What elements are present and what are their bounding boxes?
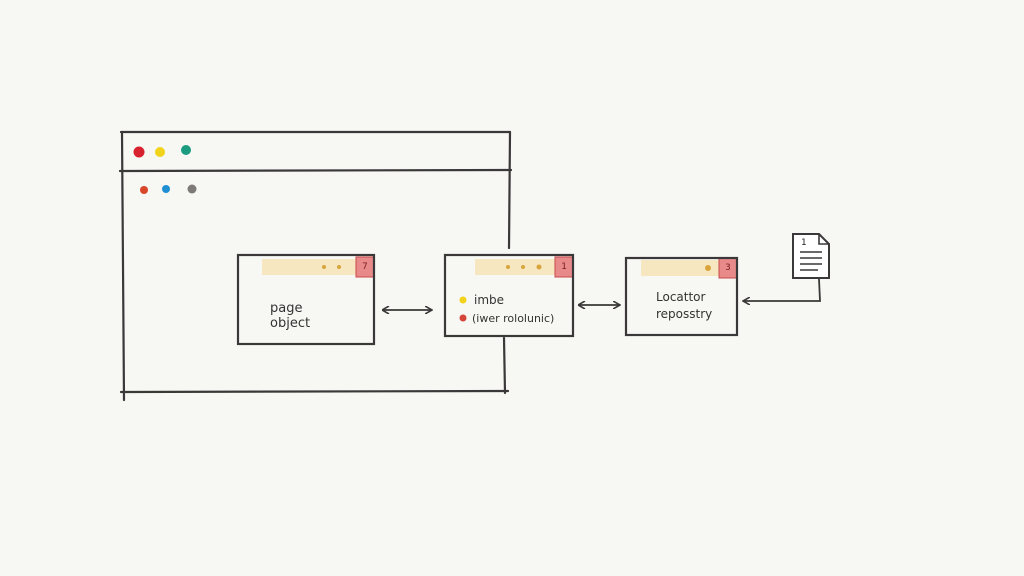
edge-document-locator: [744, 278, 821, 301]
browser-window: [118, 130, 513, 402]
node-image-bullet-red: [459, 314, 467, 322]
node-image-bullet-yellow: [459, 296, 467, 304]
node-locator-bar-dot: [705, 265, 711, 271]
document-outline: [792, 233, 830, 279]
node-locator-repository: [624, 256, 739, 337]
node-page-object-bar-dot: [337, 265, 341, 269]
node-locator-label-line1: Locattor: [656, 290, 706, 304]
edges: [383, 278, 821, 310]
node-image-badge-text: 1: [561, 262, 567, 272]
document-label: 1: [801, 238, 807, 248]
titlebar-dot-yellow: [155, 147, 165, 157]
node-page-object: [236, 253, 376, 346]
node-image-bar-dot: [536, 264, 542, 270]
browser-titlebar-divider: [118, 168, 513, 173]
node-page-object-badge-text: 7: [362, 262, 368, 272]
browser-bottom-border: [119, 389, 510, 394]
titlebar-dot-red: [133, 146, 145, 158]
node-page-object-label-line2: object: [270, 316, 311, 331]
node-locator-label-line2: reposstry: [656, 307, 713, 321]
toolbar-dots: [140, 184, 197, 194]
node-image-item-2: (iwer rololunic): [472, 312, 555, 325]
node-image-bar-dot: [506, 265, 510, 269]
node-page-object-bar: [262, 259, 362, 275]
node-page-object-label-line1: page: [270, 301, 303, 316]
node-image-bar-dot: [521, 265, 525, 269]
titlebar-dot-teal: [181, 145, 191, 155]
document-icon: [792, 233, 830, 279]
toolbar-dot-gray: [187, 184, 197, 194]
node-image: [443, 253, 575, 338]
toolbar-dot-red: [140, 186, 148, 194]
document-fold: [818, 234, 829, 245]
node-image-box: [443, 253, 575, 338]
browser-right-border-lower: [502, 336, 507, 395]
node-image-item-1: imbe: [474, 293, 505, 307]
node-locator-bar: [641, 260, 721, 276]
browser-left-border: [120, 130, 126, 402]
browser-right-border-upper: [507, 130, 512, 250]
node-page-object-bar-dot: [322, 265, 326, 269]
node-page-object-box: [236, 253, 376, 346]
node-locator-badge-text: 3: [725, 263, 731, 273]
toolbar-dot-blue: [162, 185, 170, 193]
titlebar-dots: [133, 145, 191, 158]
node-locator-box: [624, 256, 739, 337]
node-image-bar: [475, 259, 560, 275]
